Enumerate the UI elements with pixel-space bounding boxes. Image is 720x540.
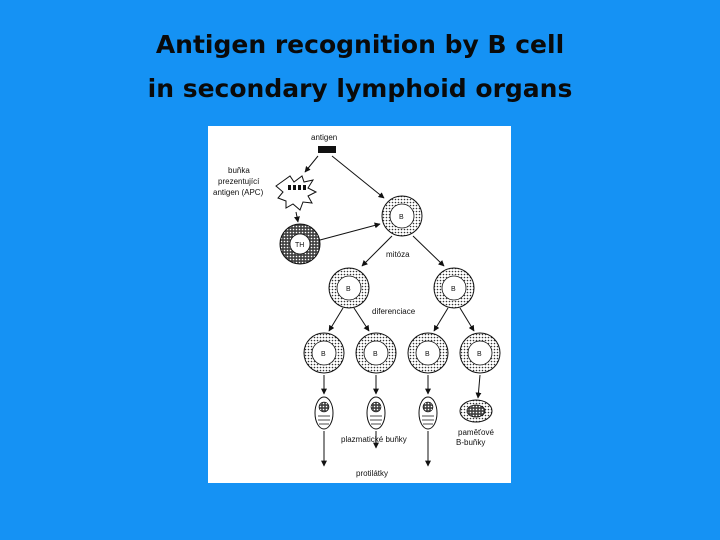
svg-text:B: B <box>477 351 482 358</box>
plasma-cell-1 <box>314 396 334 430</box>
svg-text:antigen (APC): antigen (APC) <box>213 188 264 197</box>
b-cell-row3-4: B <box>459 332 501 374</box>
th-cell: TH <box>279 223 321 265</box>
svg-text:paměťové: paměťové <box>458 428 494 437</box>
mitosis-label: mitóza <box>386 250 410 259</box>
svg-text:B: B <box>425 351 430 358</box>
memory-b-cell <box>459 399 493 423</box>
flow-arrows <box>293 155 482 467</box>
svg-text:buňka: buňka <box>228 166 250 175</box>
svg-text:B: B <box>399 214 404 221</box>
antigen-label: antigen <box>311 133 337 142</box>
svg-text:B: B <box>373 351 378 358</box>
memory-cells-label: paměťové B-buňky <box>456 428 494 447</box>
svg-text:B: B <box>321 351 326 358</box>
svg-text:B: B <box>451 286 456 293</box>
antibodies-label: protilátky <box>356 469 388 478</box>
plasma-cell-2 <box>366 396 386 430</box>
svg-text:TH: TH <box>295 242 304 249</box>
apc-label: buňka prezentující antigen (APC) <box>213 166 264 197</box>
svg-text:B: B <box>346 286 351 293</box>
apc-cell <box>275 175 318 211</box>
b-cell-row3-2: B <box>355 332 397 374</box>
slide-title-line-1: Antigen recognition by B cell <box>155 30 565 59</box>
antigen-block <box>318 146 336 153</box>
b-cell-row3-1: B <box>303 332 345 374</box>
b-cell-top: B <box>381 195 423 237</box>
svg-text:B-buňky: B-buňky <box>456 438 485 447</box>
b-cell-row3-3: B <box>407 332 449 374</box>
b-cell-row2-right: B <box>433 267 475 309</box>
differentiation-label: diferenciace <box>372 307 416 316</box>
svg-text:prezentující: prezentující <box>218 177 260 186</box>
plasma-cells-label: plazmatické buňky <box>341 435 407 444</box>
b-cell-diagram: antigen buňka prezentující antigen (APC)… <box>208 126 511 483</box>
b-cell-row2-left: B <box>328 267 370 309</box>
apc-presented-antigen <box>288 185 306 190</box>
plasma-cell-3 <box>418 396 438 430</box>
slide-title-line-2: in secondary lymphoid organs <box>147 74 573 103</box>
